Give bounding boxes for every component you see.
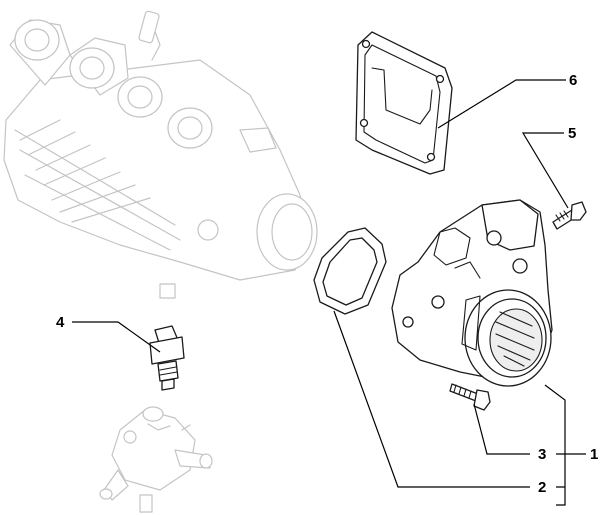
callout-5: 5 <box>568 125 576 142</box>
leader-4 <box>72 321 161 353</box>
callout-4: 4 <box>56 314 65 331</box>
leader-2 <box>333 310 530 488</box>
leader-lines <box>72 79 586 506</box>
callout-labels: 6 5 4 3 2 1 <box>56 72 598 496</box>
callout-6: 6 <box>569 72 577 89</box>
sensor-part-4 <box>149 325 185 391</box>
control-unit-part-6 <box>355 31 453 175</box>
gasket-part-2 <box>313 227 387 315</box>
callout-2: 2 <box>538 479 546 496</box>
bolt-part-5 <box>552 201 587 230</box>
intake-manifold <box>3 10 318 299</box>
callout-3: 3 <box>538 446 546 463</box>
coolant-fitting <box>99 406 213 513</box>
leader-1-bracket <box>544 384 586 506</box>
bolt-part-3 <box>449 383 491 411</box>
leader-5 <box>521 132 569 209</box>
leader-3 <box>473 403 530 455</box>
callout-1: 1 <box>590 446 598 463</box>
leader-6 <box>437 79 566 129</box>
throttle-body-part-1 <box>391 199 553 387</box>
